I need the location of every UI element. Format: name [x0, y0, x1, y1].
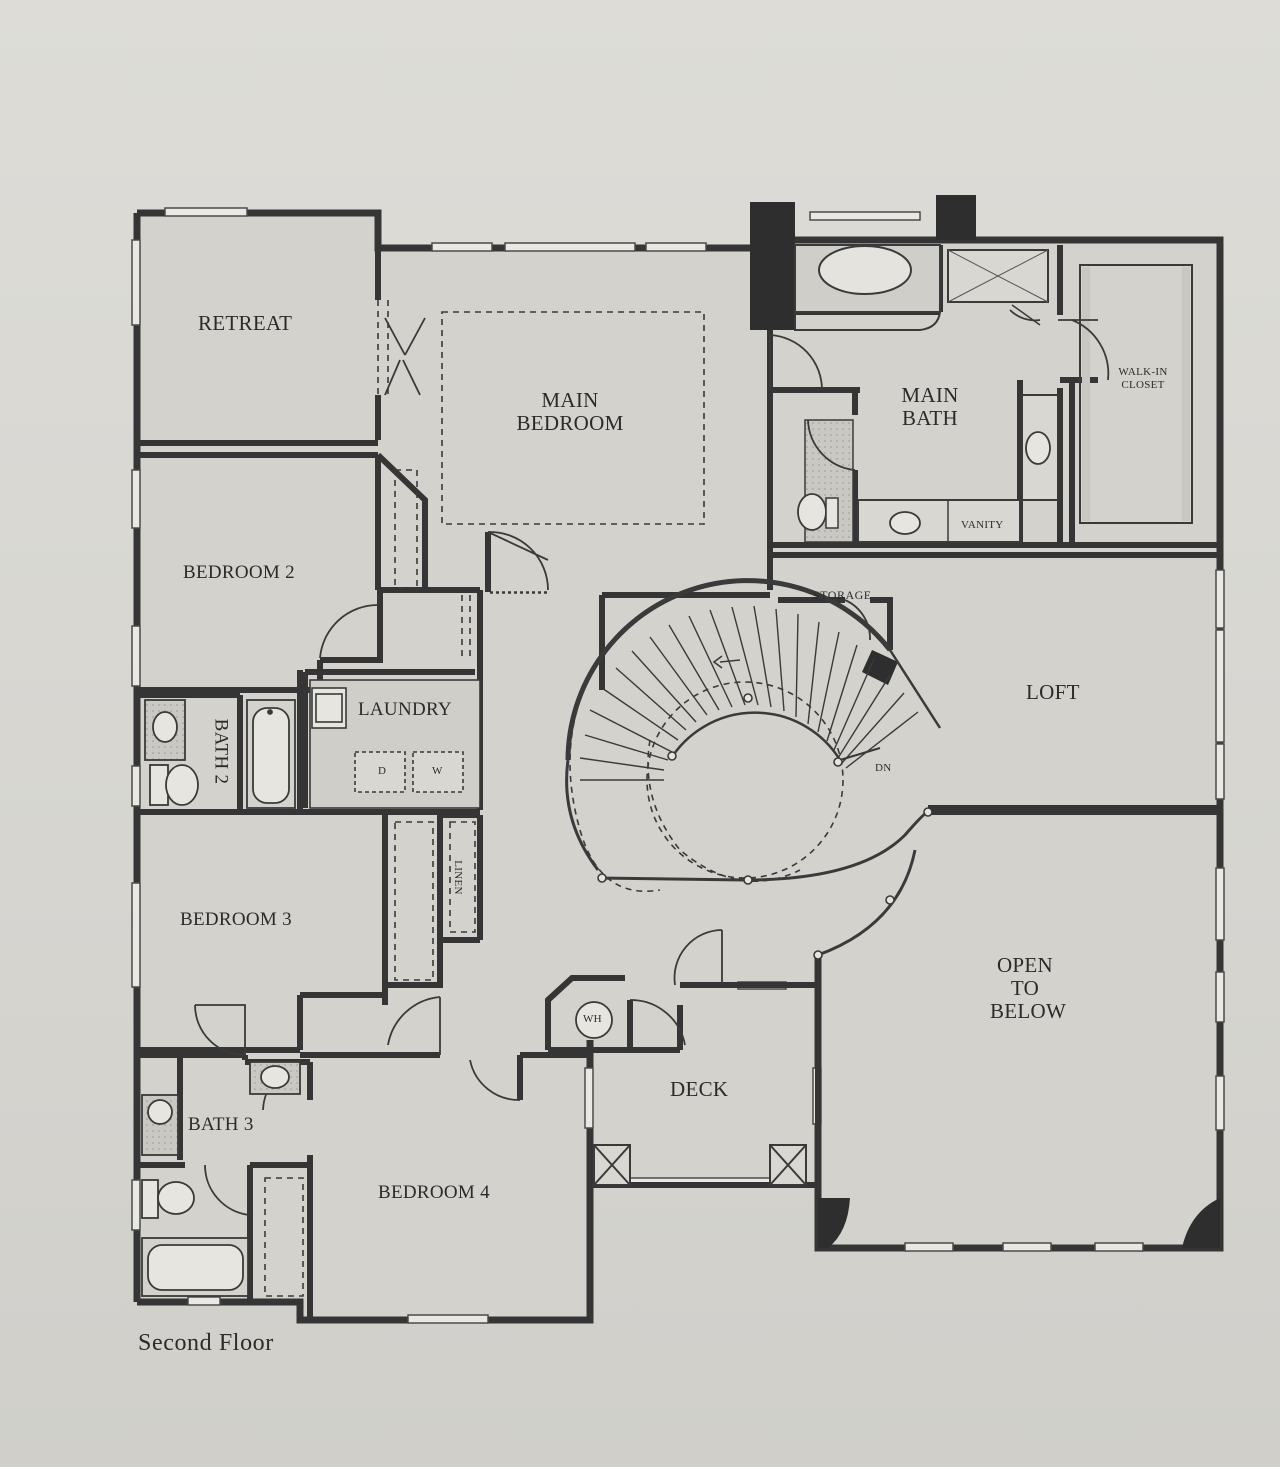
room-label-open-to-below-line2: TO [1010, 976, 1040, 1000]
staircase-posts [597, 693, 933, 960]
spiral-staircase [565, 578, 942, 957]
room-label-bath-2: BATH 2 [210, 718, 232, 785]
stair-down-label: DN [875, 762, 892, 774]
bath2-fixtures [144, 699, 296, 809]
room-label-bedroom-2: BEDROOM 2 [183, 562, 295, 583]
room-label-retreat: RETREAT [198, 311, 293, 335]
ceiling-outlines [264, 300, 844, 1297]
room-label-main-bedroom-line2: BEDROOM [516, 411, 624, 435]
room-label-storage: STORAGE [813, 588, 872, 602]
fixture-label-water-heater: WH [583, 1013, 602, 1025]
room-label-main-bath-line1: MAIN [901, 383, 959, 407]
bath3-fixtures [141, 1061, 301, 1297]
water-heater-fixture [575, 1001, 613, 1039]
interior-walls [137, 213, 1220, 1320]
room-label-open-to-below-line1: OPEN [996, 953, 1054, 977]
fixture-label-washer: W [432, 765, 443, 777]
room-label-vanity: VANITY [961, 519, 1004, 531]
room-label-main-bath: MAIN BATH [885, 385, 975, 429]
room-label-bath-3: BATH 3 [188, 1114, 254, 1135]
room-label-linen: LINEN [451, 860, 464, 895]
plan-caption: Second Floor [138, 1330, 274, 1356]
room-label-main-bedroom: MAIN BEDROOM [505, 390, 635, 434]
room-label-main-bath-line2: BATH [901, 406, 959, 430]
room-label-loft: LOFT [1026, 680, 1080, 704]
room-label-walk-in-closet: WALK-IN CLOSET [1108, 367, 1178, 391]
room-label-open-to-below: OPEN TO BELOW [990, 953, 1067, 1023]
room-label-bedroom-3: BEDROOM 3 [180, 909, 292, 930]
room-label-bedroom-4: BEDROOM 4 [378, 1182, 490, 1203]
room-label-laundry: LAUNDRY [358, 699, 452, 720]
main-bath-fixtures [794, 244, 1193, 543]
room-label-walk-in-closet-line1: WALK-IN [1118, 366, 1168, 378]
deck-posts [593, 1144, 807, 1186]
room-label-walk-in-closet-line2: CLOSET [1121, 379, 1165, 391]
laundry-fixtures [309, 679, 481, 809]
room-label-deck: DECK [670, 1077, 729, 1101]
room-label-open-to-below-line3: BELOW [990, 999, 1067, 1023]
room-label-main-bedroom-line1: MAIN [541, 388, 599, 412]
fixture-label-dryer: D [378, 765, 387, 777]
wall-columns [750, 195, 1220, 1248]
